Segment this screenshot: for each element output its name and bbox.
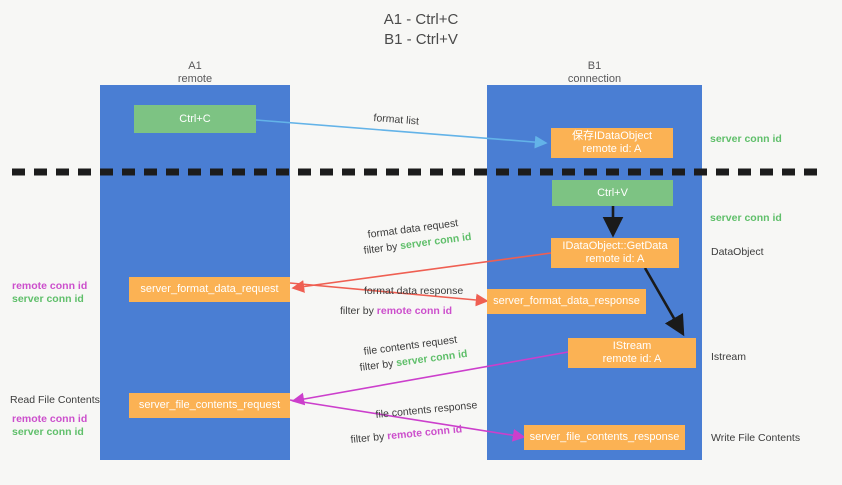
lane-header-a1: A1 remote [100,60,290,86]
side-label-server-conn-id-1: server conn id [710,133,782,145]
label-format-data-response: format data response [364,285,463,298]
side-label-server-conn-id-2: server conn id [710,212,782,224]
lane-header-b1-sublabel: connection [567,73,622,85]
box-server-file-contents-request-label: server_file_contents_request [138,399,281,411]
label-format-list: format list [373,112,419,129]
lane-header-a1-sublabel: remote [177,73,213,85]
label-file-contents-response-filter-value: remote conn id [386,423,463,443]
box-istream[interactable]: IStream remote id: A [568,338,696,368]
label-format-data-request-filter-prefix: filter by [363,240,402,257]
side-label-left-remote-conn-id-2: remote conn id [12,413,88,425]
lane-header-b1-name: B1 [587,60,602,72]
box-server-format-data-request[interactable]: server_format_data_request [129,277,290,302]
label-file-contents-response-text: file contents response [375,399,478,421]
label-format-list-text: format list [373,112,420,128]
title-line-2: B1 - Ctrl+V [384,31,458,48]
box-save-idataobject-line2: remote id: A [582,143,642,155]
box-istream-line2: remote id: A [602,353,662,365]
label-format-data-response-text: format data response [364,285,464,297]
side-label-read-file-contents: Read File Contents [10,394,100,406]
box-server-format-data-request-label: server_format_data_request [140,283,279,295]
box-save-idataobject-line1: 保存IDataObject [571,130,653,142]
box-idataobject-getdata-line1: IDataObject::GetData [562,240,668,252]
box-ctrl-v[interactable]: Ctrl+V [552,180,673,206]
box-ctrl-c[interactable]: Ctrl+C [134,105,256,133]
side-label-left-server-conn-id-1: server conn id [12,293,84,305]
label-file-contents-response-filter-prefix: filter by [350,430,388,446]
side-label-left-remote-conn-id-1: remote conn id [12,280,88,292]
box-ctrl-v-label: Ctrl+V [597,186,628,199]
lane-header-b1: B1 connection [487,60,702,86]
box-server-format-data-response-label: server_format_data_response [493,295,640,307]
box-server-file-contents-response[interactable]: server_file_contents_response [524,425,685,450]
box-server-file-contents-response-label: server_file_contents_response [529,431,680,443]
label-file-contents-response-filter: filter by remote conn id [350,423,463,447]
box-server-file-contents-request[interactable]: server_file_contents_request [129,393,290,418]
box-ctrl-c-label: Ctrl+C [179,112,211,125]
label-format-data-response-filter-value: remote conn id [376,305,453,317]
side-label-istream: Istream [711,351,747,363]
box-server-format-data-response[interactable]: server_format_data_response [487,289,646,314]
box-save-idataobject[interactable]: 保存IDataObject remote id: A [551,128,673,158]
side-label-left-server-conn-id-2: server conn id [12,426,84,438]
box-idataobject-getdata[interactable]: IDataObject::GetData remote id: A [551,238,679,268]
label-file-contents-request-filter-prefix: filter by [359,357,398,374]
label-format-data-response-filter-prefix: filter by [340,305,377,317]
side-label-dataobject: DataObject [711,246,764,258]
box-istream-line1: IStream [612,340,652,352]
title-line-1: A1 - Ctrl+C [383,11,459,28]
label-format-data-response-filter: filter by remote conn id [340,305,452,318]
label-file-contents-response: file contents response [375,399,478,422]
side-label-write-file-contents: Write File Contents [711,432,801,444]
page-title: A1 - Ctrl+C B1 - Ctrl+V [0,10,842,50]
box-idataobject-getdata-line2: remote id: A [585,253,645,265]
lane-header-a1-name: A1 [188,60,202,72]
